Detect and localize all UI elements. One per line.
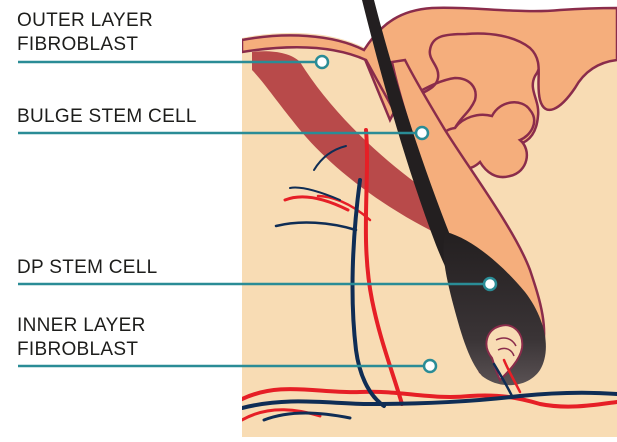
marker-bulge-stem bbox=[416, 127, 428, 139]
label-inner-layer-line1: INNER LAYER bbox=[17, 315, 146, 337]
label-outer-layer-line2: FIBROBLAST bbox=[17, 34, 138, 56]
marker-inner-layer bbox=[424, 360, 436, 372]
label-outer-layer-line1: OUTER LAYER bbox=[17, 10, 153, 32]
marker-dp-stem bbox=[484, 278, 496, 290]
label-inner-layer-line2: FIBROBLAST bbox=[17, 339, 138, 361]
label-dp-stem-cell: DP STEM CELL bbox=[17, 257, 158, 279]
label-bulge-stem-cell: BULGE STEM CELL bbox=[17, 106, 197, 128]
marker-outer-layer bbox=[316, 56, 328, 68]
